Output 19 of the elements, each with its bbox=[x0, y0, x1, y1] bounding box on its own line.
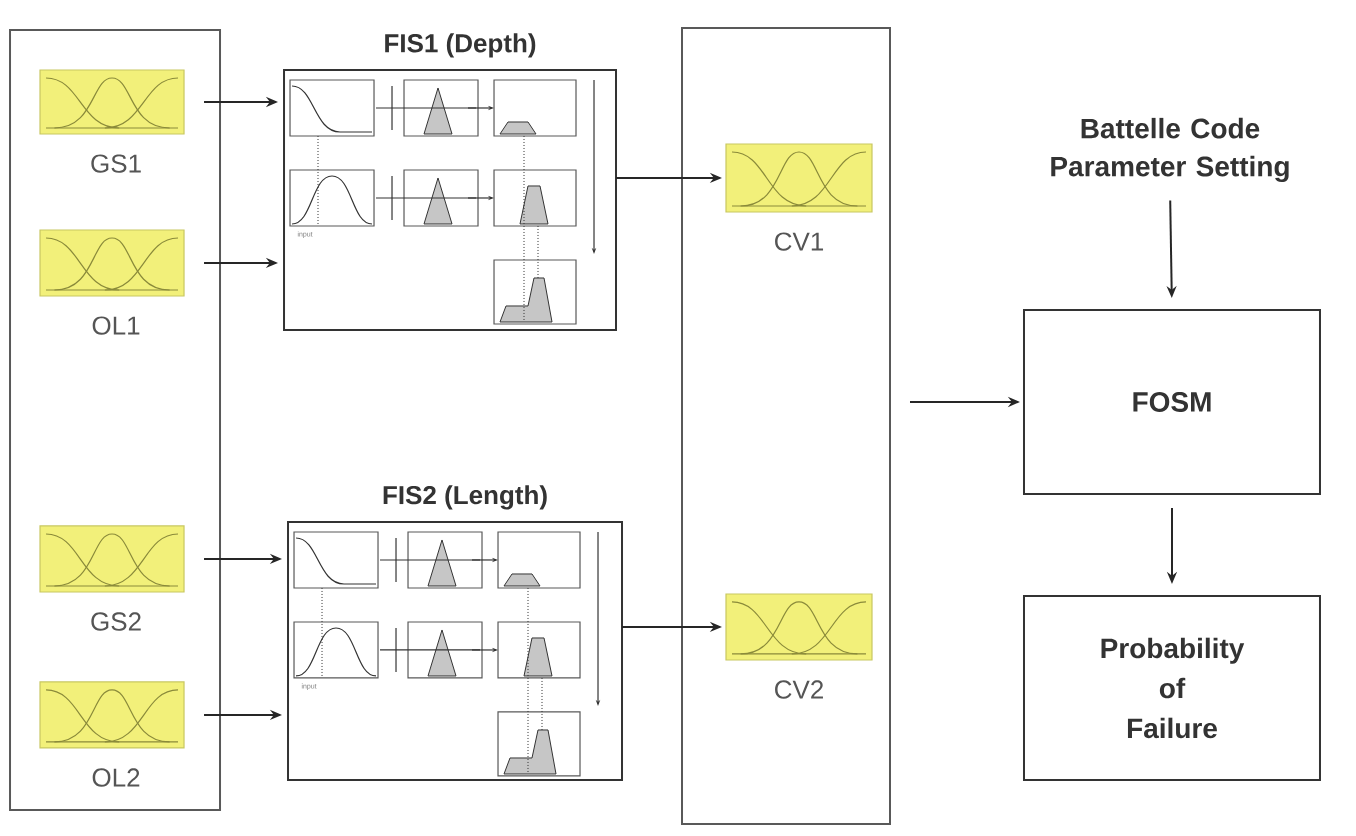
group-panel bbox=[681, 27, 891, 825]
node-label: FIS1 (Depth) bbox=[385, 33, 536, 58]
node-label: CV2 bbox=[775, 680, 823, 699]
node-label: CV1 bbox=[775, 232, 824, 251]
membership-function-box: CV1 bbox=[725, 143, 873, 251]
node-label: FIS2 (Length) bbox=[383, 485, 547, 510]
membership-function-box: OL2 bbox=[39, 681, 185, 787]
membership-function-box: GS2 bbox=[39, 525, 185, 631]
membership-function-box: OL1 bbox=[39, 229, 185, 335]
membership-function-box: GS1 bbox=[39, 69, 185, 173]
node-label: GS2 bbox=[91, 612, 141, 631]
process-box: Probability of Failure bbox=[1023, 595, 1321, 781]
node-label: OL2 bbox=[92, 768, 140, 787]
node-label: GS1 bbox=[91, 154, 141, 173]
group-panel bbox=[9, 29, 221, 811]
input-label: Battelle Code Parameter Setting bbox=[1051, 117, 1289, 183]
membership-function-box: CV2 bbox=[725, 593, 873, 699]
process-box: FOSM bbox=[1023, 309, 1321, 495]
node-label: OL1 bbox=[92, 316, 140, 335]
